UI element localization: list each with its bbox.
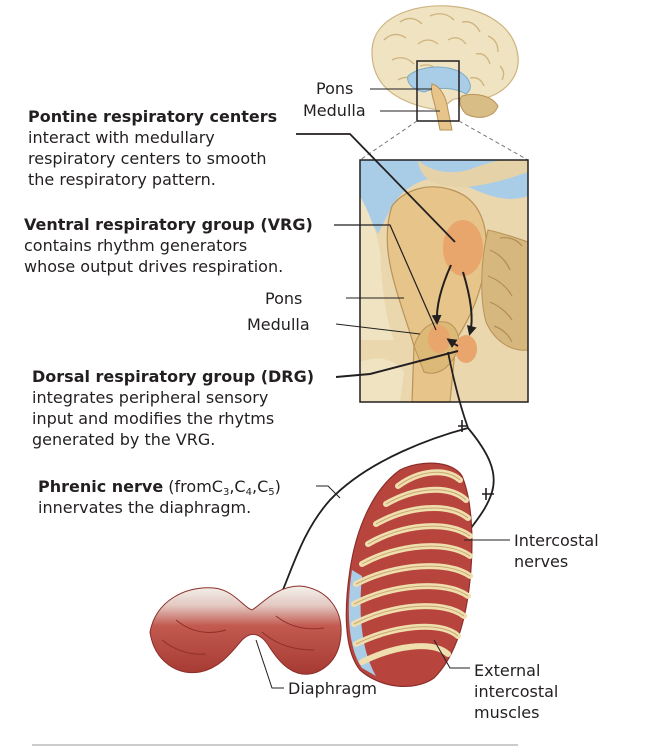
intercostal-nerves-line-2: nerves xyxy=(514,552,569,571)
drg-to-vrg-arrow xyxy=(446,338,459,349)
pons-label-top: Pons xyxy=(316,79,354,98)
phrenic-c5: C xyxy=(257,477,269,496)
pontine-line-1: interact with medullary xyxy=(28,128,215,147)
phrenic-paren-open: (from xyxy=(168,477,212,496)
phrenic-description: Phrenic nerve (fromC3,C4,C5) innervates … xyxy=(38,476,281,518)
synapse-marker-2 xyxy=(482,488,494,500)
pons-label-mid: Pons xyxy=(265,289,303,308)
vrg-line-1: contains rhythm generators xyxy=(24,236,248,255)
external-intercostal-line-2: intercostal xyxy=(474,682,559,701)
vrg-center xyxy=(428,325,450,353)
rib-cage-illustration xyxy=(345,462,473,688)
leader-vrg xyxy=(334,224,437,331)
pontine-description: Pontine respiratory centers interact wit… xyxy=(28,106,277,190)
drg-title: Dorsal respiratory group (DRG) xyxy=(32,367,315,386)
phrenic-nerve-path xyxy=(270,351,470,617)
drg-description: Dorsal respiratory group (DRG) integrate… xyxy=(32,366,314,450)
phrenic-line-2: innervates the diaphragm. xyxy=(38,498,252,517)
external-intercostal-line-3: muscles xyxy=(474,703,540,722)
pontine-line-2: respiratory centers to smooth xyxy=(28,149,267,168)
vrg-line-2: whose output drives respiration. xyxy=(24,257,284,276)
external-intercostal-label: External intercostal muscles xyxy=(474,660,558,723)
phrenic-sep2: , xyxy=(251,477,258,496)
medulla-label-mid: Medulla xyxy=(247,315,310,334)
drg-line-2: input and modifies the rhytms xyxy=(32,409,275,428)
pontine-title: Pontine respiratory centers xyxy=(28,107,278,126)
phrenic-c3-sub: 3 xyxy=(222,487,230,498)
brain-illustration xyxy=(371,5,519,131)
intercostal-nerves-label: Intercostal nerves xyxy=(514,530,599,572)
external-intercostal-line-1: External xyxy=(474,661,541,680)
drg-line-3: generated by the VRG. xyxy=(32,430,216,449)
drg-line-1: integrates peripheral sensory xyxy=(32,388,269,407)
pontine-line-3: the respiratory pattern. xyxy=(28,170,216,189)
pontine-to-vrg-arrow xyxy=(431,264,452,325)
intercostal-nerves-line-1: Intercostal xyxy=(514,531,599,550)
leader-diaphragm xyxy=(255,639,284,689)
brainstem-inset xyxy=(360,160,529,403)
phrenic-c5-sub: 5 xyxy=(268,487,275,498)
phrenic-sep1: , xyxy=(229,477,235,496)
leader-drg xyxy=(335,350,459,378)
zoom-line-right xyxy=(458,120,529,161)
phrenic-paren-close: ) xyxy=(274,477,281,496)
leader-phrenic xyxy=(316,485,341,499)
vrg-description: Ventral respiratory group (VRG) contains… xyxy=(24,214,313,277)
drg-center xyxy=(455,335,477,363)
vrg-title: Ventral respiratory group (VRG) xyxy=(24,215,313,234)
phrenic-title: Phrenic nerve xyxy=(38,477,164,496)
phrenic-line-1: Phrenic nerve (fromC3,C4,C5) xyxy=(38,476,281,498)
diaphragm-label: Diaphragm xyxy=(288,679,377,698)
leader-pontine xyxy=(296,133,456,243)
leader-medulla-mid xyxy=(335,323,421,335)
leader-external-intercostal xyxy=(433,639,470,669)
diaphragm-illustration xyxy=(149,585,342,675)
medulla-label-top: Medulla xyxy=(303,101,366,120)
phrenic-c4-sub: 4 xyxy=(245,487,252,498)
zoom-source-box xyxy=(416,60,460,122)
phrenic-c3: C xyxy=(211,477,223,496)
pontine-center xyxy=(443,220,483,276)
pontine-to-drg-arrow xyxy=(462,271,477,336)
synapse-marker-1 xyxy=(458,420,468,432)
inset-frame xyxy=(359,159,529,403)
phrenic-c4: C xyxy=(234,477,246,496)
